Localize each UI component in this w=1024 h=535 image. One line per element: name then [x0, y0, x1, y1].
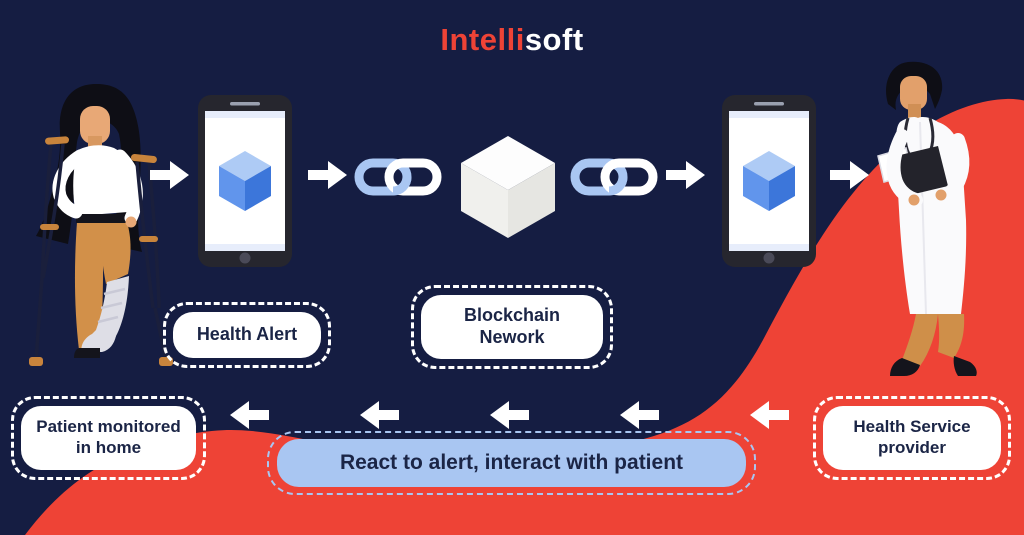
health-alert-text: Health Alert: [196, 324, 298, 345]
react-to-alert-text: React to alert, interact with patient: [339, 451, 684, 475]
patient-face: [80, 106, 110, 144]
crutches: [29, 136, 173, 366]
patient-monitored-line2: in home: [75, 438, 142, 457]
blockchain-network-line2: Nework: [479, 327, 545, 347]
arrow-right-icon: [150, 161, 189, 189]
health-alert-label: Health Alert: [163, 302, 331, 368]
patient-pants: [100, 222, 131, 284]
arrow-left-icon: [230, 401, 269, 429]
health-service-provider-label: Health Service provider: [813, 396, 1011, 480]
react-to-alert-label: React to alert, interact with patient: [267, 431, 756, 495]
brand-logo-prefix: Intelli: [440, 22, 525, 57]
patient-monitored-line1: Patient monitored: [36, 417, 181, 437]
patient-leg-cast: [96, 276, 129, 338]
arrow-right-icon: [830, 161, 869, 189]
patient-illustration: [29, 84, 173, 366]
blue-blockchain-cube-icon: [743, 151, 795, 211]
arrow-left-icon: [620, 401, 659, 429]
doctor-clipboard: [896, 146, 948, 196]
blockchain-network-cube-icon: [461, 136, 555, 238]
arrow-right-icon: [308, 161, 347, 189]
arrow-left-icon: [490, 401, 529, 429]
brand-logo-suffix: soft: [524, 22, 584, 57]
patient-monitored-label: Patient monitored in home: [11, 396, 206, 480]
arrow-left-icon: [750, 401, 789, 429]
doctor-face: [900, 76, 927, 110]
health-service-line2: provider: [877, 438, 947, 457]
provider-phone-icon: [722, 95, 816, 267]
blue-blockchain-cube-icon: [219, 151, 271, 211]
chain-link-icon: [354, 158, 442, 196]
patient-shoe: [74, 348, 100, 358]
health-service-line1: Health Service: [853, 417, 971, 437]
doctor-pants: [938, 314, 965, 358]
blockchain-network-line1: Blockchain: [463, 305, 561, 326]
patient-shirt: [73, 145, 132, 216]
arrow-left-icon: [360, 401, 399, 429]
brand-logo: Intellisoft: [0, 22, 1024, 58]
chain-link-icon: [570, 158, 658, 196]
patient-phone-icon: [198, 95, 292, 267]
doctor-shoe: [953, 356, 977, 376]
doctor-illustration: [877, 61, 977, 376]
blockchain-network-label: Blockchain Nework: [411, 285, 613, 369]
arrow-right-icon: [666, 161, 705, 189]
